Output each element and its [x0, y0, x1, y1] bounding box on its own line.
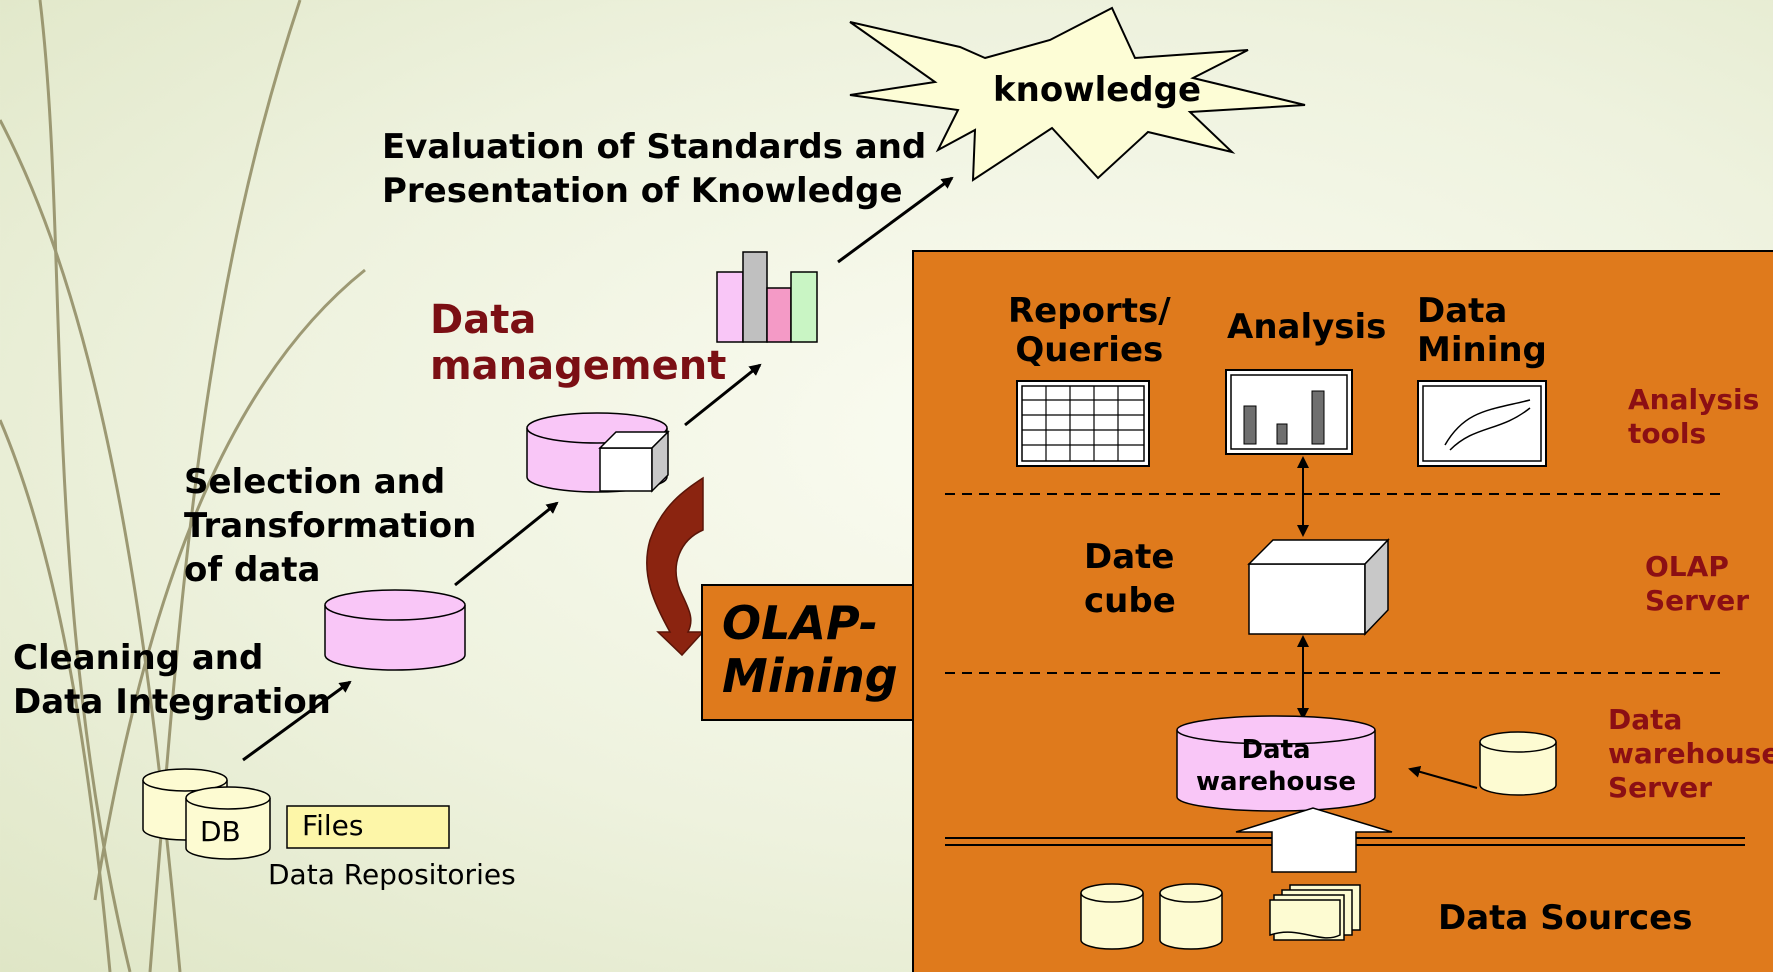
repositories-label: Data Repositories	[268, 858, 516, 891]
evaluation-label: Evaluation of Standards and Presentation…	[382, 125, 926, 213]
evaluation-line-1: Evaluation of Standards and	[382, 127, 927, 167]
documents-stack-icon	[1269, 884, 1361, 941]
selection-line-2: Transformation	[184, 506, 477, 547]
data-sources-label: Data Sources	[1438, 898, 1693, 938]
source-cylinder-1	[1080, 883, 1144, 950]
curved-arrow	[646, 476, 705, 657]
data-management-line-2: management	[430, 343, 727, 389]
olap-mining-box	[701, 584, 915, 721]
bar-chart-icon	[716, 251, 818, 343]
olap-server-label: OLAP Server	[1645, 550, 1749, 618]
reports-table-icon	[1016, 380, 1150, 467]
reports-line-1: Reports/	[1008, 291, 1171, 331]
connector-arrows	[1297, 456, 1478, 789]
analysis-chart-icon	[1225, 369, 1353, 455]
analysis-label: Analysis	[1227, 307, 1387, 347]
olap-mining-line-1: OLAP-	[722, 596, 879, 650]
selection-line-1: Selection and	[184, 462, 446, 502]
staging-cylinder	[1479, 731, 1557, 796]
cleaning-label: Cleaning and Data Integration	[13, 636, 331, 724]
data-management-line-1: Data	[430, 297, 537, 343]
cleaning-line-2: Data Integration	[13, 682, 331, 723]
data-management-label: Data management	[430, 297, 726, 389]
date-cube-label: Date cube	[1084, 535, 1176, 623]
cleaning-line-1: Cleaning and	[13, 638, 264, 678]
olap-server-line-1: OLAP	[1645, 550, 1729, 583]
knowledge-label: knowledge	[993, 70, 1202, 110]
small-cube-icon	[598, 430, 670, 493]
selection-line-3: of data	[184, 550, 321, 591]
date-cube-icon	[1247, 538, 1390, 636]
olap-mining-label: OLAP- Mining	[722, 597, 898, 703]
analysis-tools-line-2: tools	[1628, 417, 1707, 451]
source-cylinder-2	[1159, 883, 1223, 950]
data-mining-curve-icon	[1417, 380, 1547, 467]
db-cylinder-front	[185, 786, 271, 860]
data-mining-line-1: Data	[1417, 291, 1508, 331]
analysis-tools-line-1: Analysis	[1628, 383, 1760, 416]
decorative-curves	[0, 0, 366, 972]
data-warehouse-cylinder	[1176, 715, 1376, 812]
flow-arrows	[242, 176, 954, 762]
evaluation-line-2: Presentation of Knowledge	[382, 171, 903, 212]
warehouse-label: Data warehouse	[1196, 735, 1356, 798]
date-cube-line-2: cube	[1084, 581, 1176, 622]
warehouse-server-label: Data warehouse Server	[1608, 703, 1773, 805]
olap-mining-line-2: Mining	[722, 648, 898, 703]
olap-server-line-2: Server	[1645, 584, 1750, 618]
selection-cylinder	[324, 589, 466, 671]
files-box	[286, 805, 450, 849]
warehouse-server-line-2: warehouse	[1608, 737, 1773, 771]
analysis-tools-label: Analysis tools	[1628, 383, 1759, 451]
warehouse-line-1: Data	[1241, 735, 1311, 765]
files-label: Files	[302, 809, 364, 842]
warehouse-line-2: warehouse	[1196, 766, 1357, 797]
warehouse-server-line-1: Data	[1608, 703, 1683, 736]
data-mining-label: Data Mining	[1417, 291, 1547, 371]
reports-line-2: Queries	[1015, 330, 1164, 371]
date-cube-line-1: Date	[1084, 537, 1175, 577]
reports-label: Reports/ Queries	[1008, 291, 1171, 371]
selection-label: Selection and Transformation of data	[184, 460, 476, 593]
db-label: DB	[200, 815, 241, 848]
warehouse-server-line-3: Server	[1608, 771, 1713, 805]
load-arrow	[1235, 807, 1393, 873]
knowledge-starburst	[849, 6, 1306, 182]
data-mining-line-2: Mining	[1417, 330, 1547, 371]
